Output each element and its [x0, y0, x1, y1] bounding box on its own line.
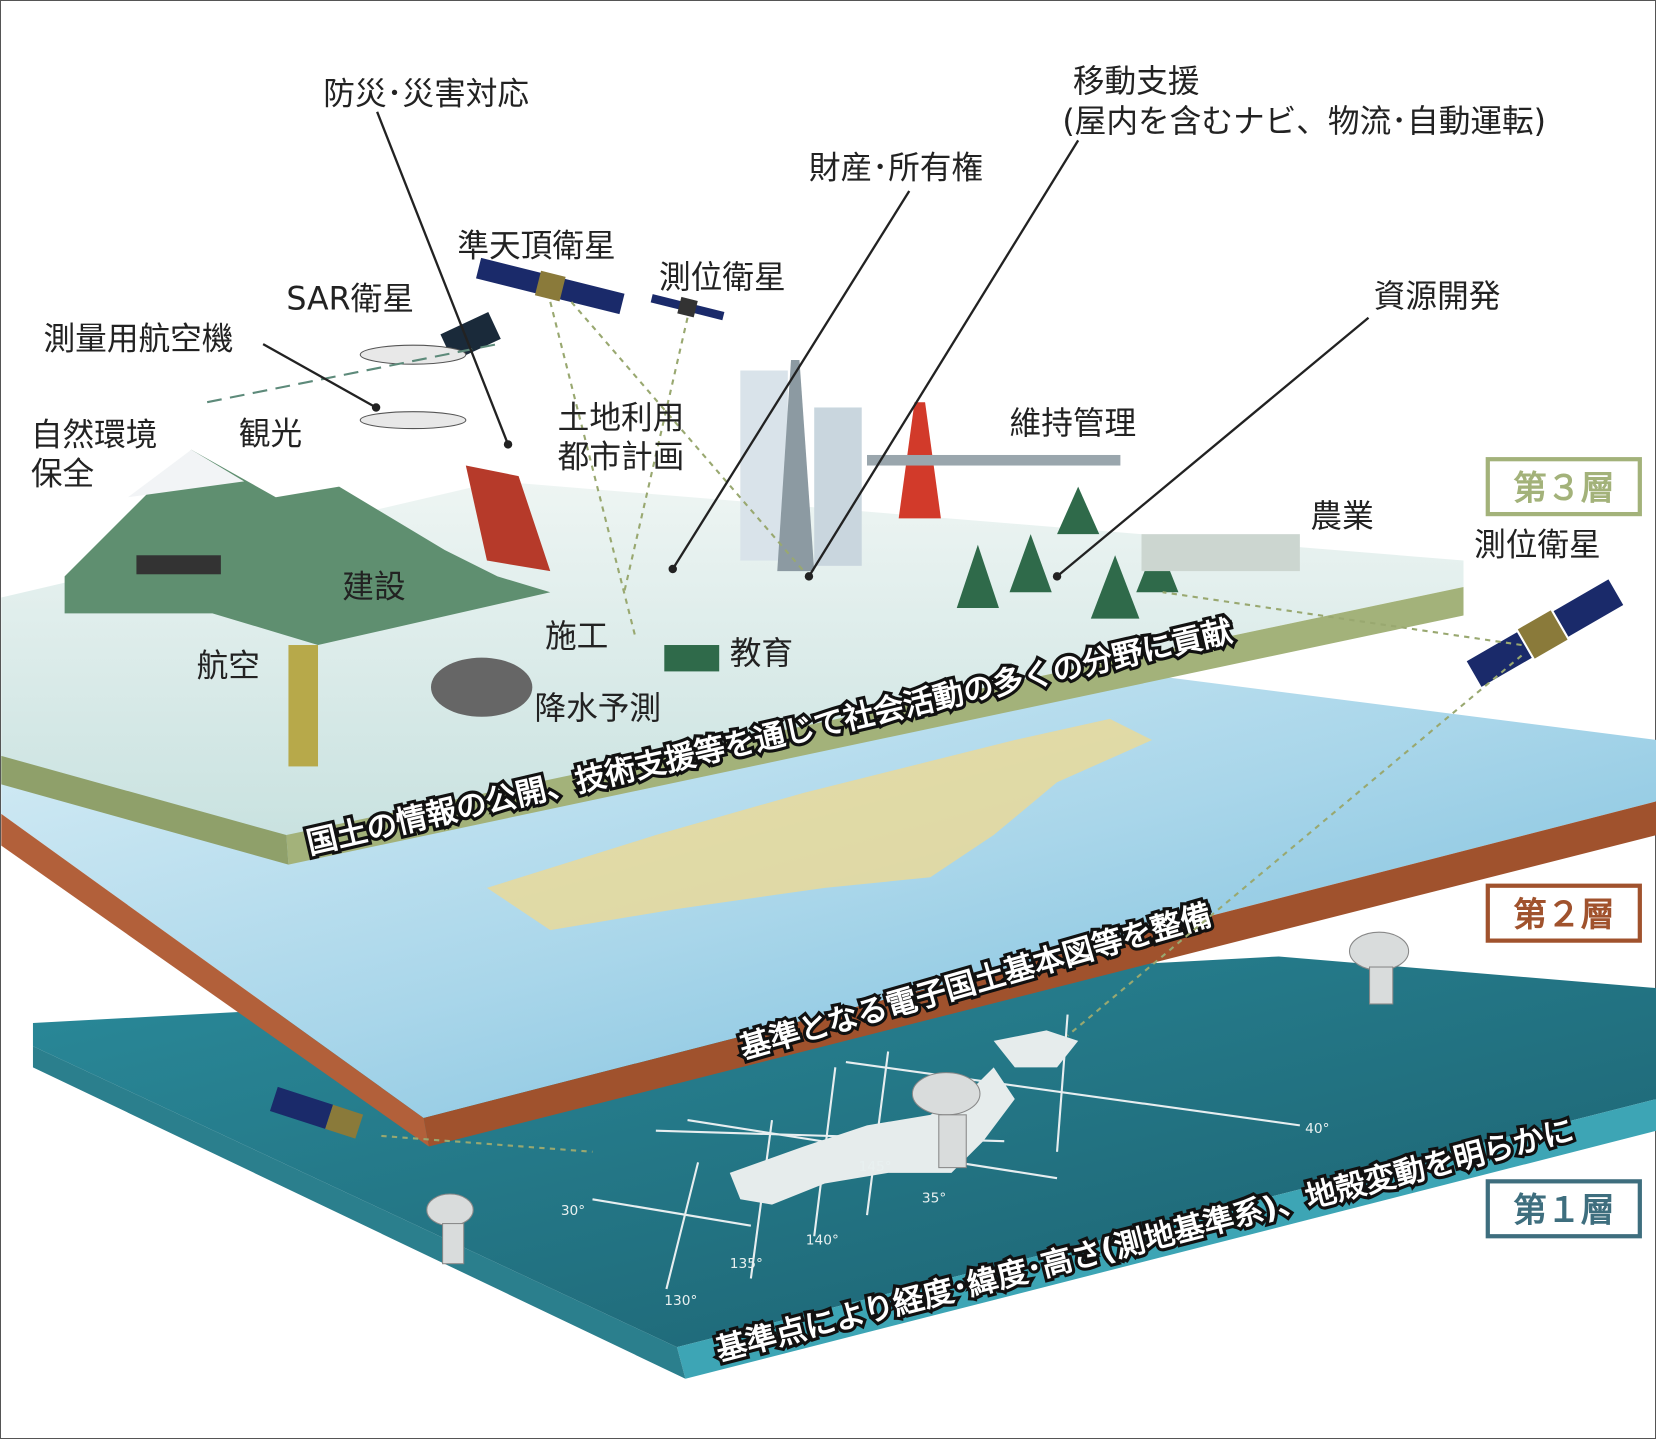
deg-label-145: 145°: [859, 1159, 892, 1175]
label-disaster: 防災･災害対応: [323, 76, 529, 112]
label-qzss: 準天頂衛星: [457, 228, 615, 264]
label-survey-aircraft: 測量用航空機: [44, 321, 234, 357]
deg-label-30: 30°: [561, 1203, 585, 1219]
deg-label-35: 35°: [922, 1190, 946, 1206]
layer-2-box: 第２層: [1485, 883, 1642, 943]
signal-lines: [206, 301, 1523, 1153]
label-education: 教育: [730, 636, 793, 672]
label-urban-planning: 都市計画: [558, 440, 685, 476]
label-landuse: 土地利用: [558, 401, 685, 437]
aircraft-icons: [359, 344, 467, 430]
japan-landmass: [729, 1030, 1079, 1205]
label-sar-satellite: SAR衛星: [286, 281, 414, 317]
layer-1-label: 第１層: [1513, 1190, 1614, 1229]
label-nature-2: 保全: [31, 457, 94, 493]
control-tower-icon: [288, 645, 319, 767]
label-resources: 資源開発: [1374, 279, 1501, 315]
mountains: [64, 449, 551, 646]
label-construction: 建設: [342, 570, 405, 606]
deg-label-135: 135°: [730, 1256, 763, 1272]
layer-2-label: 第２層: [1513, 895, 1614, 934]
label-agriculture: 農業: [1310, 499, 1373, 535]
ship-icon: [136, 555, 221, 575]
label-tourism: 観光: [239, 416, 302, 452]
label-positioning-satellite-top: 測位衛星: [659, 260, 786, 296]
rain-cloud-icon: [430, 657, 533, 717]
leader-dots: [371, 403, 1062, 581]
layer-3-box: 第３層: [1485, 457, 1642, 517]
label-maintenance: 維持管理: [1010, 406, 1137, 442]
farm: [1141, 534, 1300, 572]
antenna-icons: [426, 931, 1410, 1265]
japan-map: [486, 718, 1153, 931]
layer-1-box: 第１層: [1485, 1179, 1642, 1239]
grid-degree-labels: 30° 130° 135° 140° 145° 35° 40°: [561, 1121, 1330, 1309]
layer-3-slab: [1, 359, 1464, 865]
label-mobility: 移動支援: [1073, 64, 1200, 100]
deg-label-140: 140°: [806, 1233, 839, 1249]
skyline: [740, 359, 1121, 572]
label-mobility-detail: (屋内を含むナビ、物流･自動運転): [1062, 104, 1546, 140]
label-works: 施工: [545, 619, 608, 655]
deg-label-40: 40°: [1305, 1121, 1329, 1137]
label-property: 財産･所有権: [809, 150, 983, 186]
label-positioning-satellite-right: 測位衛星: [1474, 527, 1601, 563]
label-aviation: 航空: [197, 649, 260, 685]
blackboard-icon: [664, 645, 720, 672]
deg-label-130: 130°: [664, 1293, 697, 1309]
volcano: [465, 465, 551, 572]
label-rain-forecast: 降水予測: [534, 691, 661, 727]
label-nature: 自然環境: [31, 417, 158, 453]
application-labels: 防災･災害対応 移動支援 (屋内を含むナビ、物流･自動運転) 財産･所有権 準天…: [31, 64, 1601, 727]
layer-3-label: 第３層: [1513, 468, 1614, 507]
leader-lines: [262, 111, 1370, 578]
